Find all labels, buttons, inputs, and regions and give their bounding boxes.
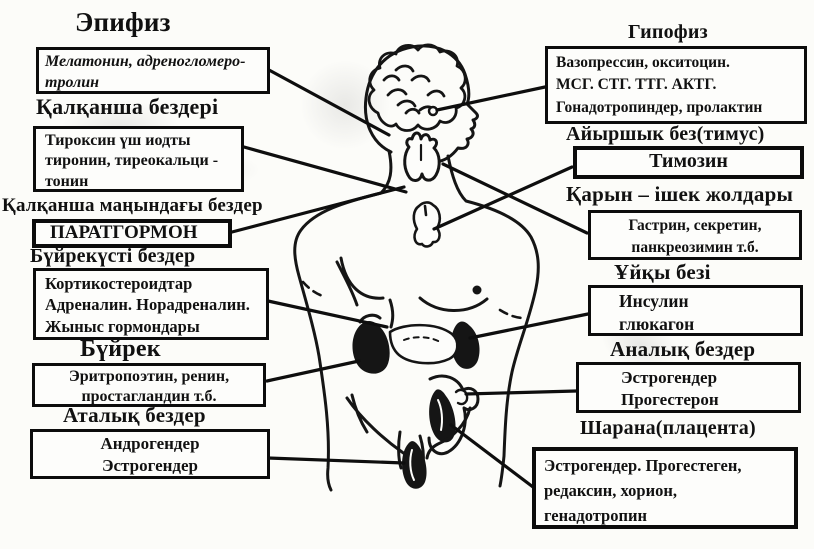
box-male-hormones: Андрогендер Эстрогендер: [30, 429, 270, 479]
connector-thyroxine: [242, 145, 408, 194]
connector-erythropoietin: [265, 359, 361, 383]
box-gastrin: Гастрин, секретин, панкреозимин т.б.: [588, 210, 802, 260]
connector-thymosin: [432, 165, 574, 231]
heading-pancreas: Ұйқы безі: [614, 260, 711, 284]
heading-male-glands: Аталық бездер: [63, 403, 206, 427]
heading-thymus: Айыршык без(тимус): [566, 123, 765, 145]
heading-kidney: Бүйрек: [80, 336, 161, 362]
connector-corticosteroid: [266, 299, 389, 329]
torso-right-outline: [446, 154, 540, 488]
heading-epiphysis: Эпифиз: [75, 7, 171, 37]
connector-lines: [230, 68, 590, 489]
heading-gastrointestinal: Қарын – ішек жолдары: [566, 182, 794, 206]
connector-gastrin: [441, 162, 589, 235]
heading-parathyroid-glands: Қалқанша маңындағы бездер: [2, 195, 263, 216]
chest-lines: [335, 256, 489, 329]
box-hypophysis-hormones: Вазопрессин, окситоцин. МСГ. СТГ. ТТГ. А…: [545, 46, 807, 124]
connector-insulin: [468, 312, 590, 340]
connector-epiphysis: [267, 68, 391, 137]
testis: [397, 430, 427, 489]
box-epiphysis-hormones: Мелатонин, адреногломеро- тролин: [36, 47, 270, 94]
connector-androgens: [266, 456, 406, 465]
box-parathormone: ПАРАТГОРМОН: [32, 219, 232, 248]
nipple: [472, 285, 482, 295]
adrenal-kidney-right: [451, 321, 480, 369]
connector-ovary: [464, 389, 578, 396]
heading-hypophysis: Гипофиз: [628, 21, 708, 43]
adrenal-kidney-left: [352, 320, 390, 374]
box-adrenal-hormones: Кортикостероидтар Адреналин. Норадренали…: [33, 268, 269, 340]
connector-hypophysis: [435, 85, 547, 112]
pancreas: [388, 323, 459, 365]
thymus: [412, 201, 442, 248]
heading-adrenal-glands: Бүйрекүсті бездер: [30, 245, 196, 267]
uterus-placenta: [425, 374, 480, 460]
heading-thyroid-glands: Қалқанша бездері: [36, 94, 219, 119]
heading-female-glands: Аналық бездер: [610, 337, 756, 361]
connector-placenta: [449, 423, 535, 489]
heading-placenta: Шарана(плацента): [580, 417, 756, 439]
box-placenta-hormones: Эстрогендер. Прогестеген, редаксин, хори…: [532, 447, 798, 529]
box-thyroid-hormones: Тироксин үш иодты тиронин, тиреокальци -…: [33, 126, 244, 192]
box-thymosin: Тимозин: [573, 146, 804, 179]
box-insulin: Инсулин глюкагон: [588, 285, 803, 336]
thyroid: [403, 131, 441, 182]
brain: [367, 43, 467, 132]
connector-parathormone: [230, 185, 406, 234]
box-female-hormones: Эстрогендер Прогестерон: [576, 362, 801, 413]
waist-dashes: [301, 280, 526, 320]
box-kidney-hormones: Эритропоэтин, ренин, простагландин т.б.: [32, 363, 266, 407]
